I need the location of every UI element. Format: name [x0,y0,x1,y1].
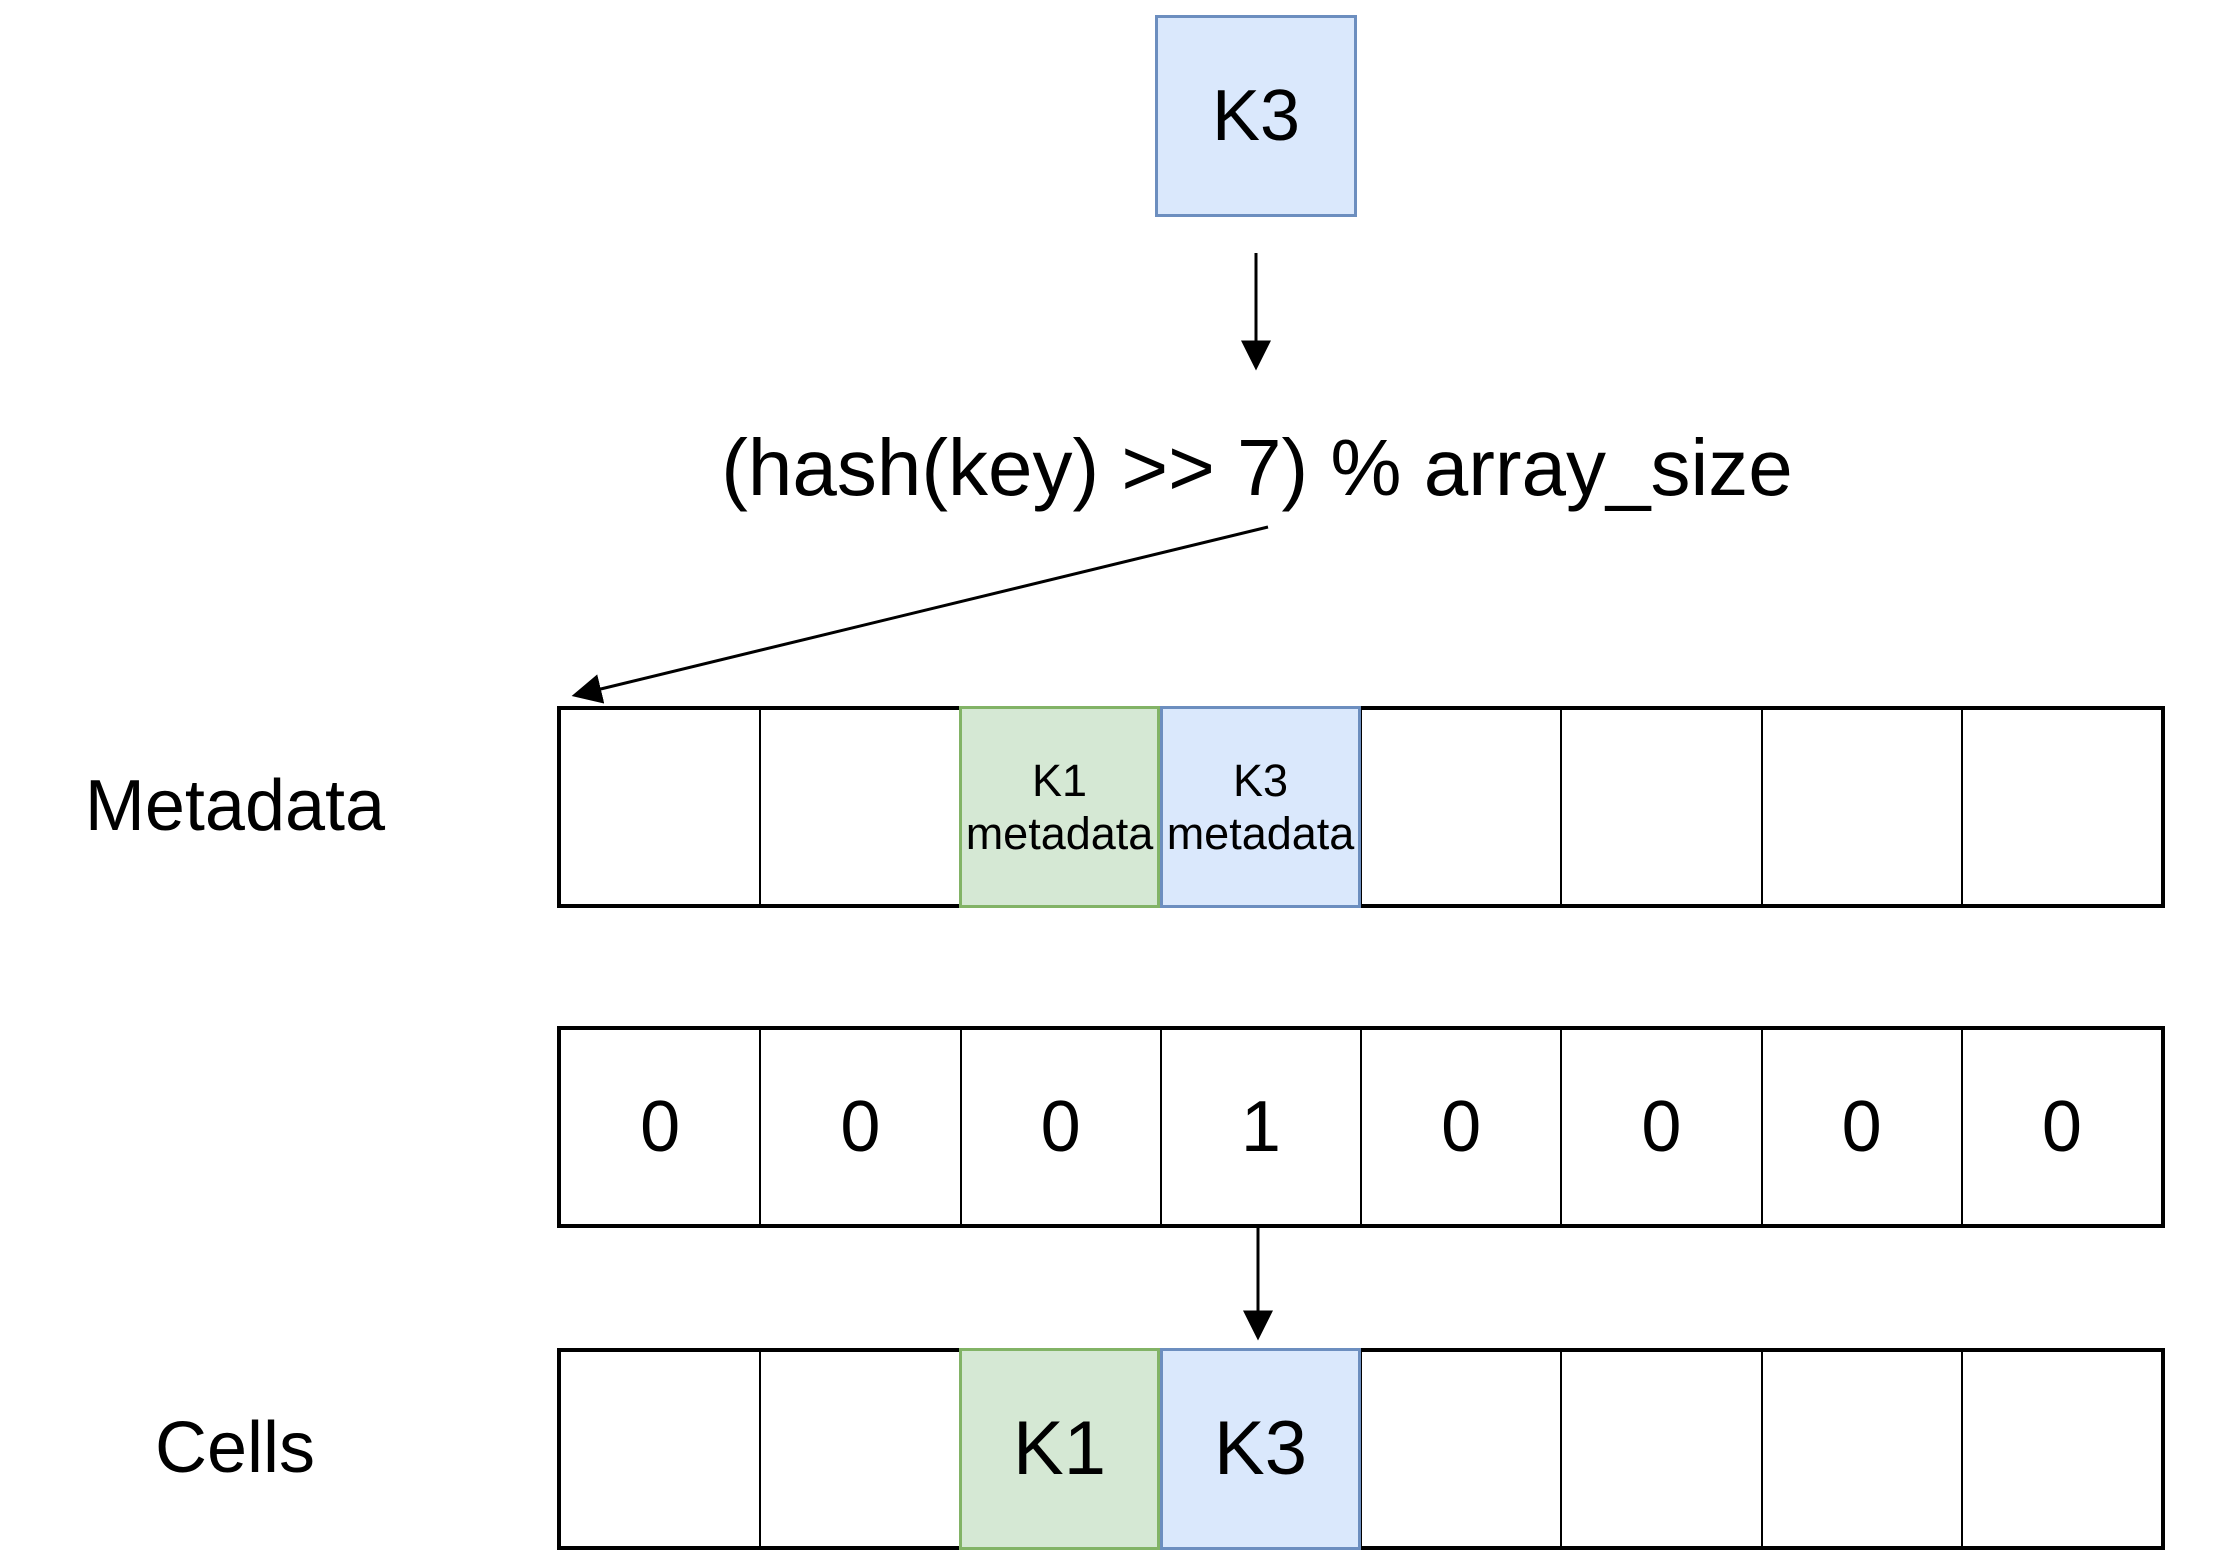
count-array-cell: 0 [962,1030,1162,1224]
cells-row-label: Cells [154,1408,316,1488]
cells-array-cell [761,1352,962,1546]
cells-cell-k3-key: K3 [1214,1406,1307,1491]
metadata-cell-k1: K1 metadata [959,706,1160,908]
metadata-array-cell [1963,710,2161,904]
count-array-cell: 0 [1362,1030,1563,1224]
cells-array-cell [1562,1352,1763,1546]
metadata-array-cell [1763,710,1963,904]
key-box-label: K3 [1211,76,1301,156]
count-array-cell: 0 [2041,1087,2082,1167]
count-array-cell: 1 [1162,1030,1362,1224]
metadata-array [557,706,2165,908]
count-array-cell: 0 [1562,1030,1763,1224]
metadata-cell-k3-key: K3 [1232,754,1289,806]
metadata-array-cell [1362,710,1563,904]
cells-cell-k1-key: K1 [1013,1406,1106,1491]
cells-array [557,1348,2165,1550]
metadata-cell-k3-sublabel: metadata [1166,808,1355,859]
metadata-array-cell [761,710,962,904]
cells-array-cell [1362,1352,1563,1546]
metadata-array-cell [561,710,762,904]
metadata-cell-k1-key: K1 [1031,754,1088,806]
metadata-cell-k1-sublabel: metadata [965,808,1154,859]
cells-array-cell [561,1352,762,1546]
cells-array-cell [1963,1352,2161,1546]
cells-cell-k1: K1 [959,1348,1160,1550]
cells-array-cell [1763,1352,1963,1546]
metadata-row-label: Metadata [84,766,386,846]
count-array-cell: 0 [561,1030,762,1224]
key-box: K3 [1155,15,1357,217]
metadata-array-cell [1562,710,1763,904]
count-array-cell: 0 [761,1030,962,1224]
count-array: 0 0 0 1 0 0 0 0 [557,1026,2165,1228]
hash-formula-label: (hash(key) >> 7) % array_size [721,423,1793,512]
count-array-cell: 0 [1763,1030,1963,1224]
cells-cell-k3: K3 [1160,1348,1361,1550]
formula-to-metadata-arrow-icon [571,525,1269,704]
metadata-cell-k3: K3 metadata [1160,706,1361,908]
